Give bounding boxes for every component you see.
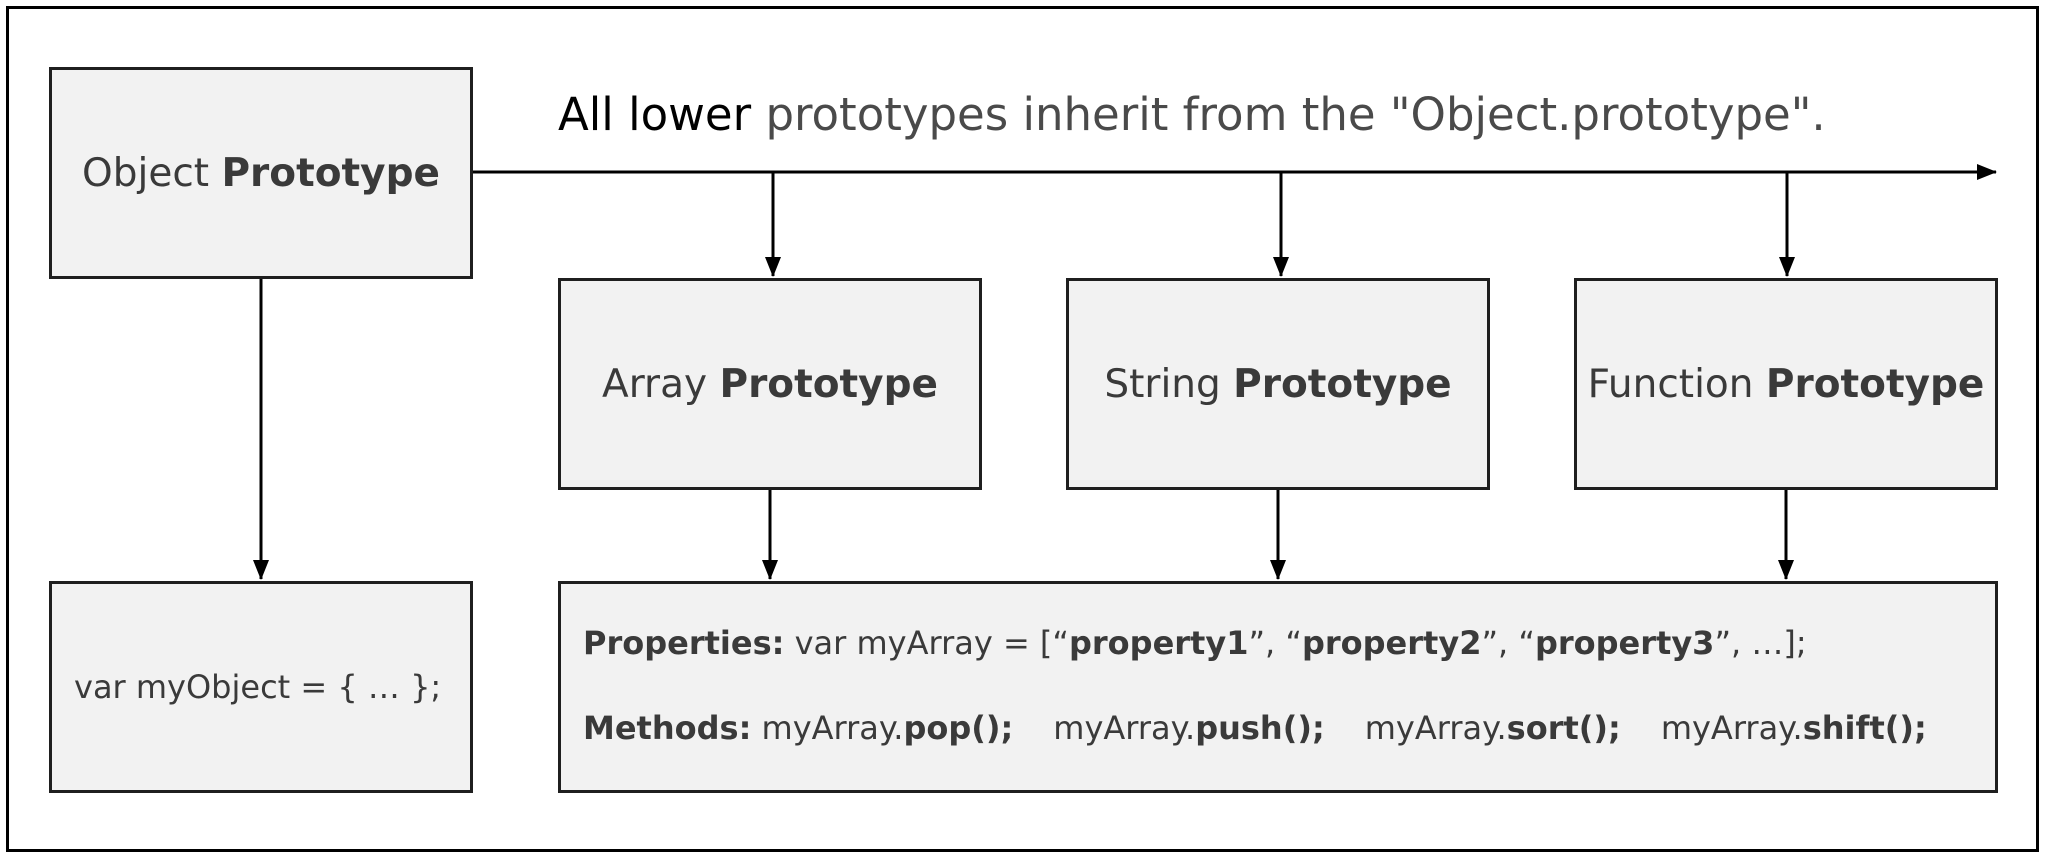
object-prototype-label: Object Prototype (82, 150, 440, 196)
method-pop: myArray.pop(); (761, 709, 1014, 747)
object-instance-code: var myObject = { … }; (74, 668, 442, 706)
methods-line: Methods: myArray.pop(); myArray.push(); my… (583, 709, 1927, 747)
string-prototype-box: String Prototype (1066, 278, 1490, 490)
inheritance-caption: All lower prototypes inherit from the "O… (558, 88, 1826, 141)
object-prototype-box: Object Prototype (49, 67, 473, 279)
method-push: myArray.push(); (1053, 709, 1325, 747)
methods-label: Methods: (583, 709, 752, 747)
diagram-frame (6, 6, 2039, 852)
method-shift: myArray.shift(); (1660, 709, 1927, 747)
function-prototype-label: Function Prototype (1587, 361, 1985, 407)
object-instance-box: var myObject = { … }; (49, 581, 473, 793)
method-sort: myArray.sort(); (1364, 709, 1621, 747)
array-prototype-box: Array Prototype (558, 278, 982, 490)
properties-line: Properties: var myArray = [“property1”, … (583, 624, 1807, 662)
caption-lead: All lower (558, 88, 752, 141)
function-prototype-box: Function Prototype (1574, 278, 1998, 490)
caption-rest: prototypes inherit from the "Object.prot… (765, 88, 1826, 141)
array-details-box: Properties: var myArray = [“property1”, … (558, 581, 1998, 793)
array-prototype-label: Array Prototype (602, 361, 938, 407)
properties-label: Properties: (583, 624, 785, 662)
string-prototype-label: String Prototype (1104, 361, 1452, 407)
